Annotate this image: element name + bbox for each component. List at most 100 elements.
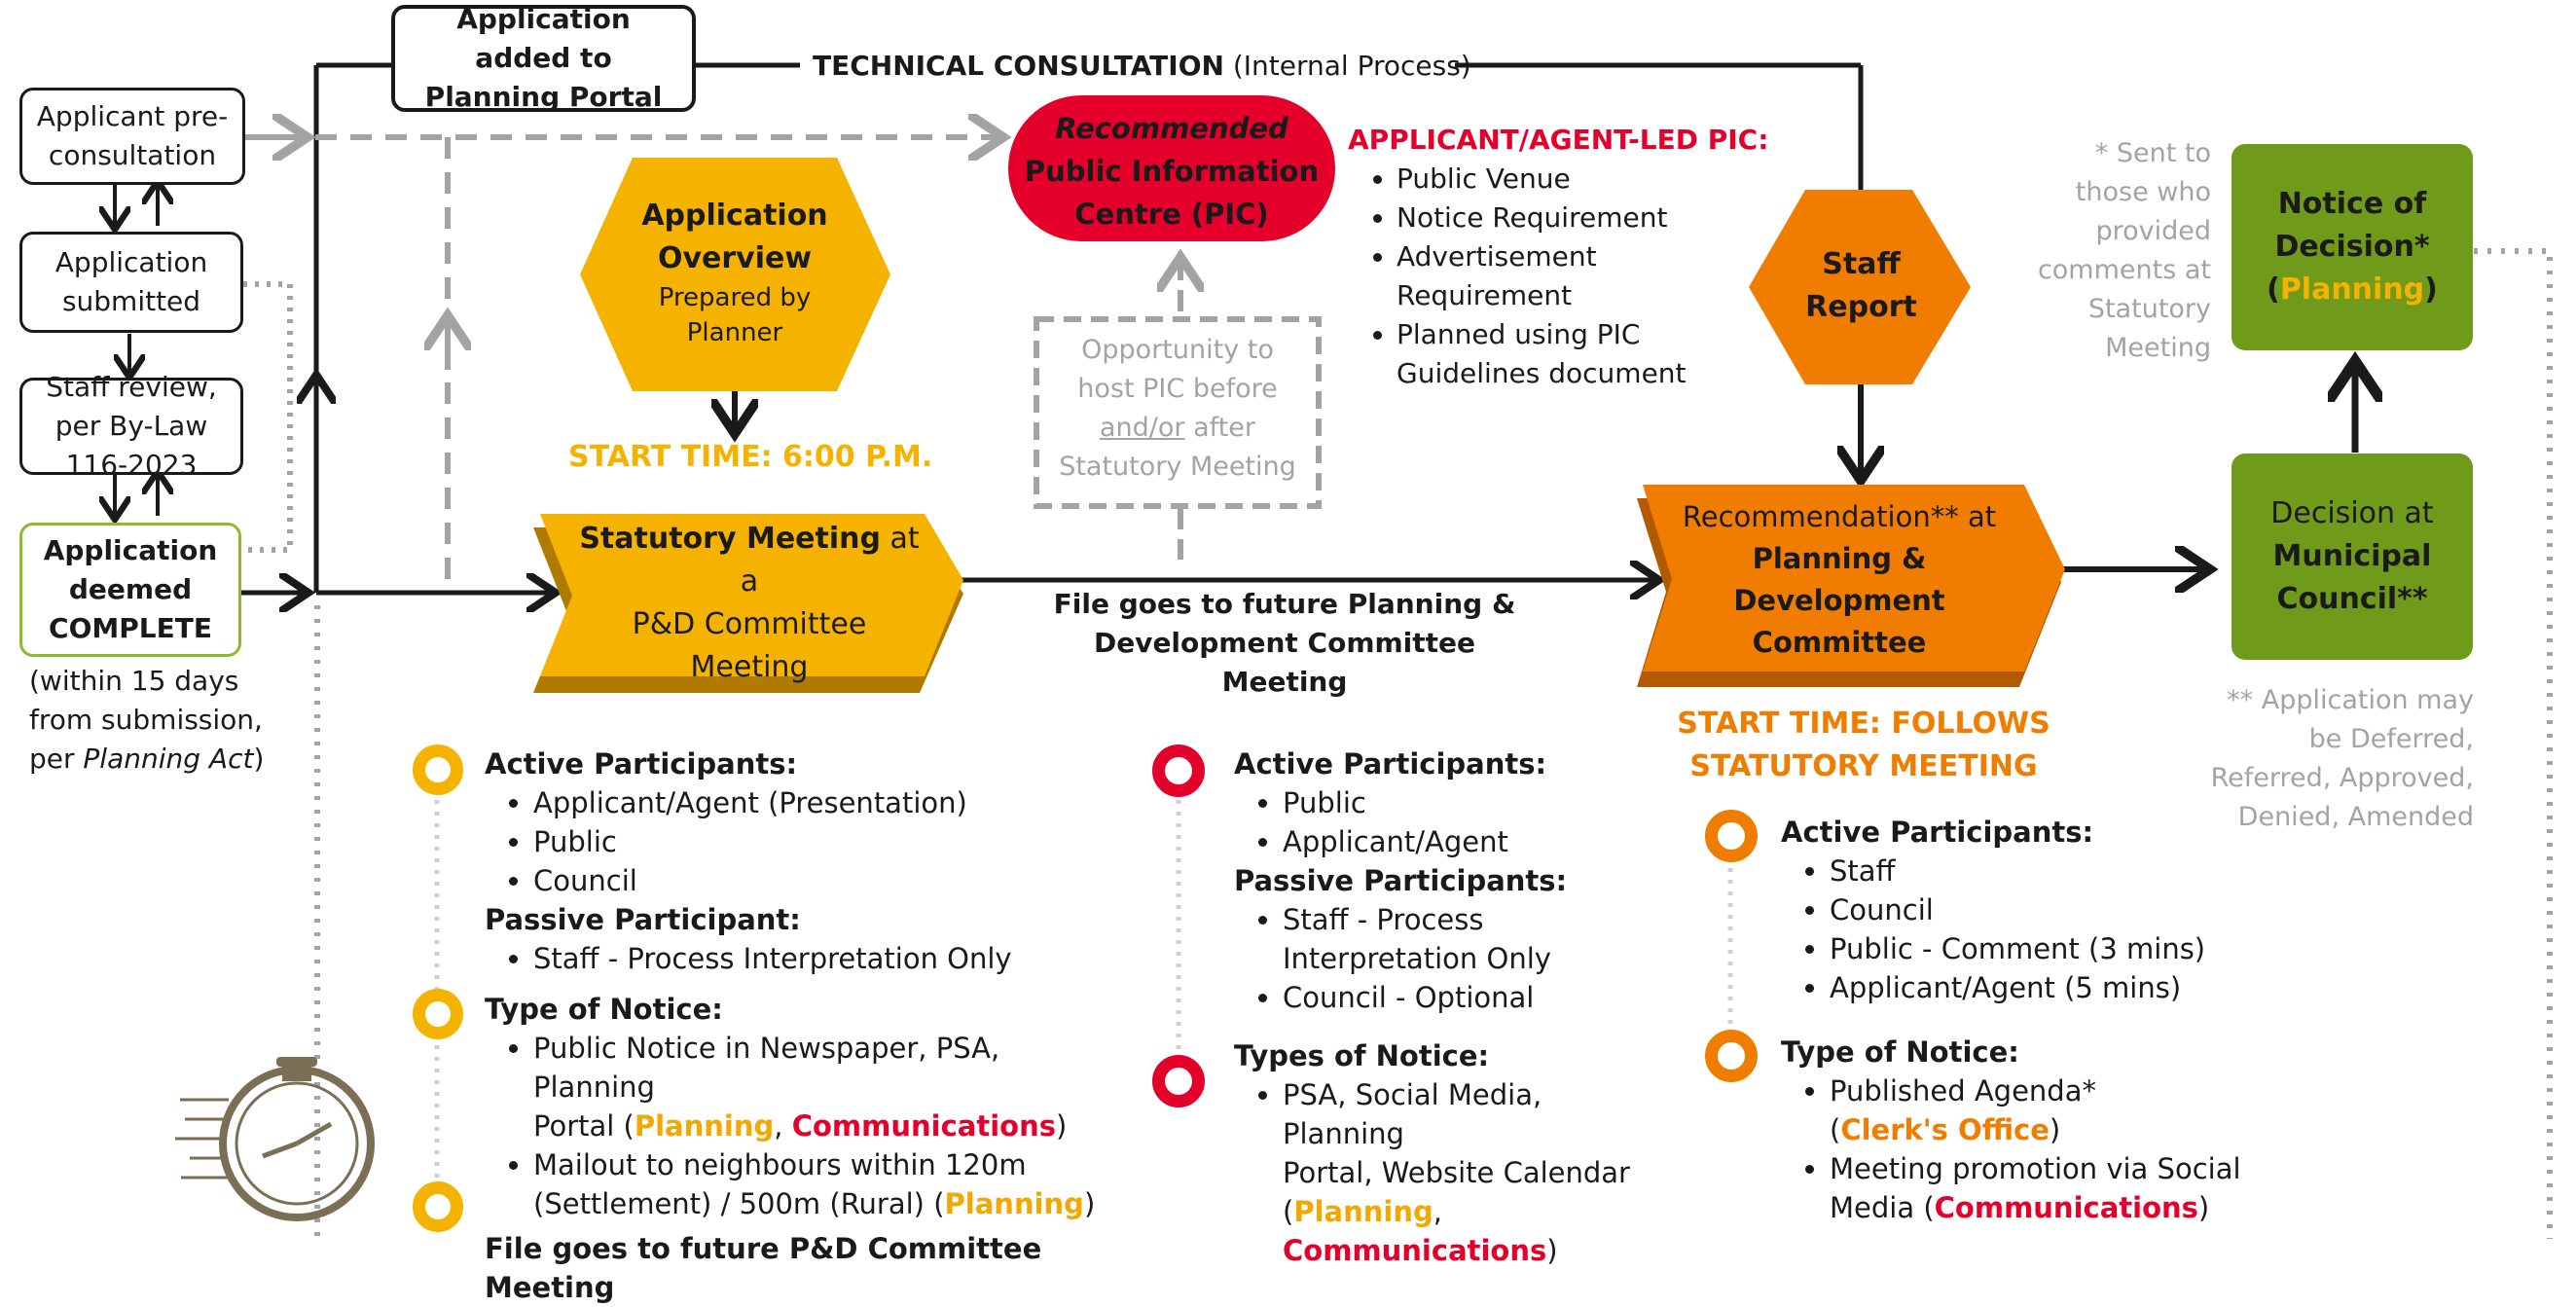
statutory-line-2: P&D Committee <box>632 607 867 641</box>
statutory-chevron-shape <box>540 514 963 676</box>
staff-review-box: Staff review, per By-Law 116-2023 <box>19 371 243 481</box>
pic-active-list: Public Applicant/Agent <box>1234 783 1662 861</box>
statutory-details: Active Participants: Applicant/Agent (Pr… <box>485 744 1107 1307</box>
opportunity-line-1: Opportunity to <box>1081 335 1274 365</box>
statutory-active-item: Council <box>533 861 1107 900</box>
application-complete-label: Application deemed COMPLETE <box>43 534 218 644</box>
pic-passive-title: Passive Participants: <box>1234 864 1568 897</box>
deferred-line-2: be Deferred, <box>2308 724 2474 754</box>
statutory-active-dot <box>413 744 463 795</box>
staff-report-line-1: Staff <box>1822 247 1901 281</box>
committee-notice-title: Type of Notice: <box>1781 1035 2019 1069</box>
pic-item-notice: Notice Requirement <box>1397 199 1776 237</box>
opportunity-line-4: Statutory Meeting <box>1059 452 1296 482</box>
sent-note-line-6: Meeting <box>2105 333 2211 363</box>
committee-notice-dot <box>1705 1030 1758 1082</box>
committee-active-item: Applicant/Agent (5 mins) <box>1830 968 2268 1007</box>
statutory-line-1: Statutory Meeting at a <box>574 518 925 603</box>
pic-active-item: Public <box>1283 783 1662 822</box>
recommendation-chevron-shape <box>1643 485 2065 672</box>
pic-opportunity-text: Opportunity to host PIC before and/or af… <box>1036 331 1319 487</box>
pic-notice-a: PSA, Social Media, Planning <box>1283 1078 1542 1150</box>
complete-note-line-3: per Planning Act) <box>29 740 264 779</box>
recommendation-line-2: Planning & <box>1752 542 1927 575</box>
application-submitted-box: Application submitted <box>19 232 243 333</box>
statutory-active-item: Applicant/Agent (Presentation) <box>533 783 1107 822</box>
complete-note-paren: ) <box>253 743 265 775</box>
sent-note-line-5: Statutory <box>2087 294 2211 324</box>
notice-line-1: Notice of <box>2277 187 2427 221</box>
statutory-notice-2b-planning: Planning <box>944 1187 1084 1220</box>
pic-notice-dot <box>1152 1055 1205 1107</box>
pic-passive-item: Council - Optional <box>1283 978 1662 1017</box>
pic-passive-list: Staff - Process Interpretation Only Coun… <box>1234 900 1662 1017</box>
statutory-notice-close: ) <box>1055 1109 1068 1143</box>
deferred-line-1: ** Application may <box>2227 685 2474 715</box>
notice-planning: Planning <box>2279 272 2425 307</box>
statutory-notice-dot <box>413 989 463 1039</box>
statutory-notice-title: Type of Notice: <box>485 993 723 1026</box>
pic-oval-shape <box>1008 95 1335 241</box>
pic-notice-title: Types of Notice: <box>1234 1039 1490 1072</box>
sent-note-line-4: comments at <box>2037 255 2211 285</box>
pic-notice-comms: Communications <box>1283 1234 1547 1267</box>
connector-lines <box>0 62 2553 1239</box>
complete-note-line-1: (within 15 days <box>29 665 239 697</box>
pic-line-3: Centre (PIC) <box>1074 198 1269 231</box>
committee-notice-1b-close: ) <box>2049 1113 2061 1146</box>
decision-line-1: Decision at <box>2270 496 2434 530</box>
pic-active-item: Applicant/Agent <box>1283 822 1662 861</box>
committee-active-item: Staff <box>1830 852 2268 890</box>
notice-of-decision-box: Notice of Decision* (Planning) <box>2231 144 2473 350</box>
application-overview: Application Overview Prepared by Planner <box>584 185 886 360</box>
committee-notice-clerk: Clerk's Office <box>1840 1113 2050 1146</box>
opportunity-and-or: and/or <box>1100 413 1185 443</box>
committee-active-item: Council <box>1830 890 2268 929</box>
deferred-line-3: Referred, Approved, <box>2210 763 2474 793</box>
sent-note-line-3: provided <box>2095 216 2211 246</box>
start-time-committee-line-1: START TIME: FOLLOWS <box>1677 707 2050 741</box>
statutory-notice-comma: , <box>774 1109 792 1143</box>
statutory-active-item: Public <box>533 822 1107 861</box>
deferred-line-4: Denied, Amended <box>2237 802 2474 832</box>
committee-notice-1b-open: ( <box>1830 1113 1841 1146</box>
notice-line-3: (Planning) <box>2231 269 2473 311</box>
sent-note-line-2: those who <box>2075 177 2211 207</box>
technical-consultation-label: TECHNICAL CONSULTATION (Internal Process… <box>813 47 1471 86</box>
statutory-notice-1b-open: Portal ( <box>533 1109 635 1143</box>
pic-notice-c-open: ( <box>1283 1195 1294 1228</box>
opportunity-line-3: and/or after <box>1036 409 1319 448</box>
complete-note-line-2: from submission, <box>29 704 263 736</box>
technical-consultation-bold: TECHNICAL CONSULTATION <box>813 50 1224 82</box>
pic-passive-item: Staff - Process Interpretation Only <box>1283 900 1662 978</box>
statutory-notice-item-2: Mailout to neighbours within 120m(Settle… <box>533 1145 1107 1223</box>
statutory-rest-1: at a <box>740 522 920 599</box>
recommendation-label: Recommendation** at Planning & Developme… <box>1669 496 2010 664</box>
committee-active-list: Staff Council Public - Comment (3 mins) … <box>1781 852 2268 1007</box>
statutory-notice-item-1: Public Notice in Newspaper, PSA, Plannin… <box>533 1029 1107 1145</box>
technical-consultation-normal: (Internal Process) <box>1223 50 1471 82</box>
start-time-committee-line-2: STATUTORY MEETING <box>1689 749 2038 783</box>
recommendation-line-1: Recommendation** at <box>1682 500 1997 533</box>
staff-review-label: Staff review, per By-Law 116-2023 <box>46 371 217 481</box>
statutory-passive-title: Passive Participant: <box>485 903 801 936</box>
application-submitted-label: Application submitted <box>54 246 208 317</box>
statutory-notice-list: Public Notice in Newspaper, PSA, Plannin… <box>485 1029 1107 1223</box>
statutory-notice-1a: Public Notice in Newspaper, PSA, Plannin… <box>533 1032 1000 1104</box>
pic-notice-close: ) <box>1546 1234 1558 1267</box>
recommendation-line-4: Committee <box>1752 626 1927 659</box>
statutory-notice-comms: Communications <box>791 1109 1056 1143</box>
applicant-led-pic: APPLICANT/AGENT-LED PIC: Public Venue No… <box>1348 121 1776 393</box>
statutory-line-3: Meeting <box>690 650 809 684</box>
committee-notice-2b-close: ) <box>2197 1191 2210 1224</box>
pic-item-guidelines: Planned using PIC Guidelines document <box>1397 315 1776 393</box>
statutory-active-title: Active Participants: <box>485 747 798 781</box>
committee-notice-2b-open: Media ( <box>1830 1191 1935 1224</box>
committee-notice-list: Published Agenda*(Clerk's Office) Meetin… <box>1781 1071 2268 1227</box>
start-time-committee: START TIME: FOLLOWS STATUTORY MEETING <box>1654 703 2073 788</box>
decision-council-box: Decision at Municipal Council** <box>2231 454 2473 660</box>
overview-subtitle: Prepared by Planner <box>658 283 812 347</box>
statutory-meeting-label: Statutory Meeting at a P&D Committee Mee… <box>574 518 925 689</box>
complete-note: (within 15 days from submission, per Pla… <box>29 662 264 779</box>
